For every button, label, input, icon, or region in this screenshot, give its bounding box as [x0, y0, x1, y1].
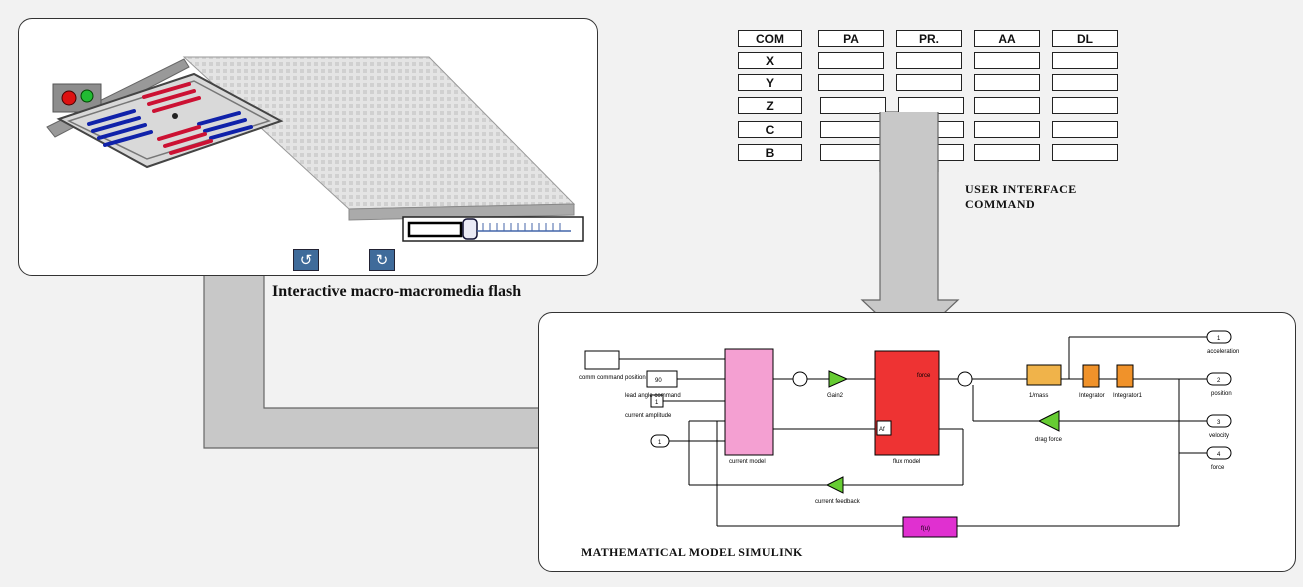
position-outport	[1206, 372, 1232, 386]
cell-z-pa[interactable]	[820, 97, 886, 114]
lbl-gain: Gain2	[827, 393, 844, 399]
lbl-af-port: Af	[879, 427, 885, 433]
lbl-pos: position	[1211, 391, 1232, 397]
row-label-x: X	[738, 52, 802, 69]
red-light	[61, 90, 77, 106]
speed-in-block	[650, 434, 670, 448]
cell-x-pa[interactable]	[818, 52, 884, 69]
flash-caption: Interactive macro-macromedia flash	[272, 283, 522, 300]
force-outport	[1206, 446, 1232, 460]
row-label-y: Y	[738, 74, 802, 91]
green-light	[80, 89, 94, 103]
lbl-flux-block: flux model	[893, 459, 920, 465]
current-feedback-block	[825, 476, 844, 494]
cell-z-aa[interactable]	[974, 97, 1040, 114]
lead-angle-block	[646, 370, 678, 388]
lbl-accel: acceleration	[1207, 349, 1239, 355]
simulink-caption: MATHEMATICAL MODEL SIMULINK	[581, 545, 803, 559]
header-com: COM	[738, 30, 802, 47]
command-caption-line1: USER INTERFACE	[965, 182, 1077, 196]
lbl-current-block: current model	[729, 459, 766, 465]
lbl-integrator1: Integrator1	[1113, 393, 1143, 399]
cell-x-dl[interactable]	[1052, 52, 1118, 69]
cell-y-pr[interactable]	[896, 74, 962, 91]
command-position-block	[584, 350, 620, 370]
cell-b-aa[interactable]	[974, 144, 1040, 161]
mass-block	[1026, 364, 1062, 386]
cell-z-pr[interactable]	[898, 97, 964, 114]
header-pa: PA	[818, 30, 884, 47]
lbl-mass: 1/mass	[1029, 393, 1048, 399]
cell-y-dl[interactable]	[1052, 74, 1118, 91]
lbl-lead-angle: lead angle command	[625, 393, 681, 399]
lbl-accel-num: 1	[1217, 336, 1221, 342]
cell-x-aa[interactable]	[974, 52, 1040, 69]
lbl-force: force	[1211, 465, 1225, 471]
lbl-drag-force: drag force	[1035, 437, 1063, 443]
lbl-force-port: force	[917, 373, 931, 379]
simulink-panel: comm command position 90 lead angle comm…	[538, 312, 1296, 572]
cell-c-aa[interactable]	[974, 121, 1040, 138]
velocity-outport	[1206, 414, 1232, 428]
cell-c-dl[interactable]	[1052, 121, 1118, 138]
rotate-right-button[interactable]: ↻	[369, 249, 395, 271]
integrator1-block	[1116, 364, 1134, 388]
lbl-current-amp: current amplitude	[625, 413, 672, 419]
blue-parts	[87, 109, 253, 147]
header-dl: DL	[1052, 30, 1118, 47]
flash-panel: ↺ ↻	[18, 18, 598, 276]
lbl-current-amp-value: 1	[655, 400, 659, 406]
fcn-block	[902, 516, 958, 538]
cell-b-pr[interactable]	[898, 144, 964, 161]
lbl-fcn: f(u)	[921, 526, 930, 532]
lbl-command-position: comm command position	[579, 375, 646, 381]
header-pr: PR.	[896, 30, 962, 47]
integrator-block	[1082, 364, 1100, 388]
cell-c-pr[interactable]	[898, 121, 964, 138]
row-label-b: B	[738, 144, 802, 161]
lbl-force-num: 4	[1217, 452, 1221, 458]
lbl-lead-angle-value: 90	[655, 378, 662, 384]
speed-slider[interactable]	[402, 216, 584, 242]
current-amplitude-block	[650, 394, 664, 408]
row-label-c: C	[738, 121, 802, 138]
simulink-model: comm command position 90 lead angle comm…	[579, 330, 1239, 538]
command-caption-line2: COMMAND	[965, 197, 1036, 211]
header-aa: AA	[974, 30, 1040, 47]
gain-block	[828, 370, 849, 388]
lbl-vel-num: 3	[1217, 420, 1221, 426]
lbl-integrator: Integrator	[1079, 393, 1105, 399]
row-label-z: Z	[738, 97, 802, 114]
cell-z-dl[interactable]	[1052, 97, 1118, 114]
drag-force-block	[1037, 410, 1060, 432]
cell-b-dl[interactable]	[1052, 144, 1118, 161]
cell-c-pa[interactable]	[820, 121, 886, 138]
sum-junction-1	[792, 371, 808, 387]
slider-thumb	[462, 218, 478, 240]
cell-x-pr[interactable]	[896, 52, 962, 69]
lbl-pos-num: 2	[1217, 378, 1221, 384]
red-parts	[142, 82, 213, 155]
sum-junction-2	[957, 371, 973, 387]
rotate-left-button[interactable]: ↺	[293, 249, 319, 271]
acceleration-outport	[1206, 330, 1232, 344]
lbl-vel: velocity	[1209, 433, 1229, 439]
machine-illustration	[46, 56, 584, 242]
cell-b-pa[interactable]	[820, 144, 886, 161]
lbl-speed-in: 1	[658, 440, 662, 446]
flux-model-block	[874, 350, 940, 456]
cell-y-pa[interactable]	[818, 74, 884, 91]
lbl-current-feedback: current feedback	[815, 499, 861, 505]
cell-y-aa[interactable]	[974, 74, 1040, 91]
current-model-block	[724, 348, 774, 456]
